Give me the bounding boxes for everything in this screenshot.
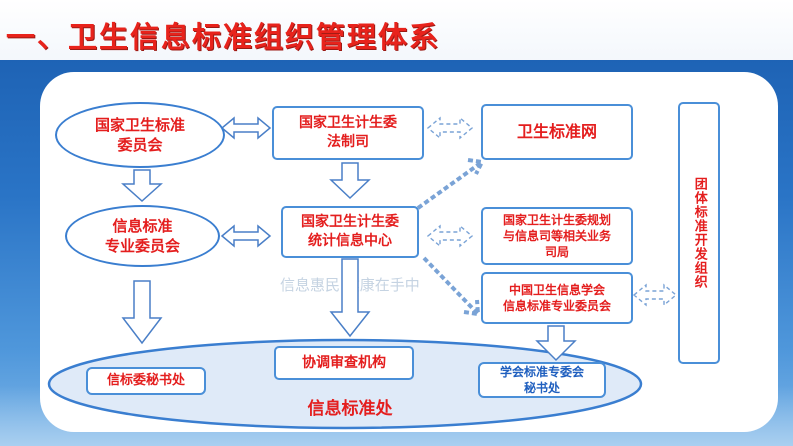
assoc-secretariat-line1: 学会标准专委会 <box>499 364 584 379</box>
planning-dept-line1: 国家卫生计生委规划 <box>502 212 611 227</box>
group-org-label: 团体标准开发组织 <box>691 177 707 289</box>
secretariat-node: 信标委秘书处 <box>86 367 206 395</box>
page-title: 一、卫生信息标准组织管理体系 <box>6 20 441 54</box>
info-standards-dept-label: 信息标准处 <box>280 396 420 422</box>
header-bar <box>0 0 793 62</box>
info-standards-dept-text: 信息标准处 <box>307 398 393 419</box>
legal-dept-line1: 国家卫生计生委 <box>299 115 397 132</box>
stats-center-line2: 统计信息中心 <box>308 233 392 249</box>
legal-dept-node: 国家卫生计生委 法制司 <box>272 106 424 160</box>
assoc-secretariat-node: 学会标准专委会 秘书处 <box>478 362 606 398</box>
dashed-arrow-stats-association <box>422 256 481 317</box>
national-committee-line2: 委员会 <box>117 136 163 154</box>
association-node: 中国卫生信息学会 信息标准专业委员会 <box>481 272 633 324</box>
down-arrow-legal-to-stats <box>329 162 371 200</box>
coordination-label: 协调审查机构 <box>302 354 386 371</box>
national-committee-line1: 国家卫生标准 <box>94 115 185 134</box>
standards-web-node: 卫生标准网 <box>481 104 633 160</box>
dashed-arrow-stats-web <box>416 158 486 210</box>
standards-web-label: 卫生标准网 <box>516 122 597 142</box>
dashed-arrow-legal-web <box>426 116 474 140</box>
down-arrow-association-to-secretariat <box>535 325 577 362</box>
association-line2: 信息标准专业委员会 <box>502 299 611 313</box>
assoc-secretariat-line2: 秘书处 <box>523 381 560 395</box>
dashed-arrow-association-group <box>632 283 678 307</box>
planning-dept-node: 国家卫生计生委规划 与信息司等相关业务 司局 <box>481 207 633 265</box>
planning-dept-line3: 司局 <box>544 245 569 260</box>
down-arrow-info-to-secretariat <box>121 280 163 345</box>
stats-center-line1: 国家卫生计生委 <box>301 214 399 231</box>
national-committee-node: 国家卫生标准 委员会 <box>55 102 225 168</box>
dashed-arrow-stats-planning <box>426 224 474 248</box>
down-arrow-stats-to-coordination <box>329 258 371 338</box>
coordination-node: 协调审查机构 <box>274 346 414 380</box>
double-arrow-info-stats <box>220 224 272 248</box>
info-committee-line1: 信息标准 <box>112 216 173 235</box>
stats-center-node: 国家卫生计生委 统计信息中心 <box>281 206 419 258</box>
legal-dept-line2: 法制司 <box>327 134 369 150</box>
double-arrow-national-legal <box>220 116 272 140</box>
info-committee-node: 信息标准 专业委员会 <box>65 205 220 267</box>
group-org-node: 团体标准开发组织 <box>678 102 720 364</box>
secretariat-label: 信标委秘书处 <box>106 373 185 389</box>
info-committee-line2: 专业委员会 <box>104 237 180 255</box>
association-line1: 中国卫生信息学会 <box>508 282 605 297</box>
planning-dept-line2: 与信息司等相关业务 <box>502 228 611 243</box>
down-arrow-national-to-info <box>121 169 163 203</box>
